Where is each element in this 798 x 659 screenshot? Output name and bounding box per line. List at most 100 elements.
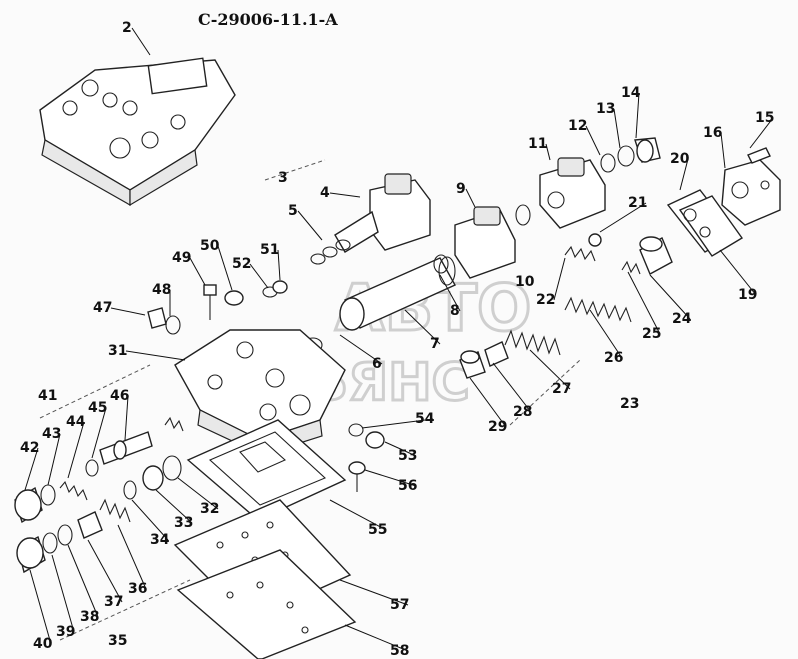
- leader-53: [384, 441, 417, 457]
- callout-56: 56: [398, 478, 417, 494]
- callout-4: 4: [320, 185, 330, 201]
- leader-15: [749, 117, 774, 149]
- callout-16: 16: [703, 125, 722, 141]
- callout-21: 21: [628, 195, 647, 211]
- leader-39: [51, 554, 75, 633]
- callout-51: 51: [260, 242, 279, 258]
- callout-31: 31: [108, 343, 127, 359]
- o-ring-39: [42, 532, 58, 554]
- leader-29: [469, 377, 507, 428]
- callout-7: 7: [430, 336, 440, 352]
- callout-33: 33: [174, 515, 193, 531]
- callout-42: 42: [20, 440, 39, 456]
- piston-29: [459, 350, 486, 379]
- valve-body-assembly: [39, 57, 236, 207]
- plug-53: [365, 431, 385, 449]
- sleeve-37: [77, 511, 103, 539]
- leader-42: [24, 447, 39, 491]
- callout-11: 11: [528, 136, 547, 152]
- leader-21: [599, 202, 647, 233]
- leader-25: [627, 271, 661, 335]
- bolt-49: [203, 284, 217, 320]
- callout-28: 28: [513, 404, 532, 420]
- leader-9: [465, 188, 476, 208]
- seal-32: [162, 455, 182, 481]
- callout-40: 40: [33, 636, 53, 652]
- diagram-code: C-29006-11.1-A: [198, 10, 338, 29]
- leader-55: [329, 499, 387, 531]
- leader-28: [492, 362, 532, 413]
- plug-33: [142, 465, 164, 491]
- leader-38: [67, 544, 99, 618]
- leader-19: [719, 249, 757, 296]
- leader-22: [553, 257, 566, 301]
- leader-44: [67, 421, 85, 479]
- plug-14: [634, 137, 661, 163]
- callout-3: 3: [278, 170, 288, 186]
- group-line-3: [264, 159, 326, 181]
- leader-12: [585, 125, 601, 156]
- leader-47: [110, 307, 146, 316]
- leader-54: [361, 418, 434, 429]
- solenoid-4: [334, 173, 431, 253]
- leader-6: [339, 334, 383, 365]
- callout-55: 55: [368, 522, 387, 538]
- solenoid-11: [539, 157, 606, 229]
- callout-8: 8: [450, 303, 460, 319]
- callout-58: 58: [390, 643, 409, 659]
- cover-16: [721, 159, 781, 226]
- bolt-56: [348, 461, 366, 492]
- callout-25: 25: [642, 326, 661, 342]
- group-line-35: [59, 579, 191, 641]
- spring-36: [99, 498, 131, 523]
- leader-13: [613, 108, 621, 149]
- leader-37: [87, 539, 123, 603]
- plate-58: [176, 549, 357, 659]
- leader-33: [155, 489, 193, 524]
- leader-46: [124, 395, 129, 441]
- callout-labels: 2345678910111213141516192021222324252627…: [20, 20, 774, 659]
- callout-36: 36: [128, 581, 147, 597]
- gasket-55: [186, 419, 347, 521]
- o-ring-43: [40, 484, 56, 506]
- washer-38: [57, 524, 73, 546]
- leader-40: [29, 569, 52, 645]
- callout-19: 19: [738, 287, 757, 303]
- o-ring-10: [515, 204, 531, 226]
- callout-38: 38: [80, 609, 99, 625]
- tube-7: [339, 256, 456, 331]
- valve-spool-46: [99, 431, 153, 465]
- callout-27: 27: [552, 381, 571, 397]
- group-line-41: [39, 364, 151, 419]
- leader-lines: [24, 27, 774, 652]
- ball-21: [588, 233, 602, 247]
- callout-39: 39: [56, 624, 75, 640]
- callout-47: 47: [93, 300, 112, 316]
- callout-23: 23: [620, 396, 639, 412]
- callout-26: 26: [604, 350, 623, 366]
- leader-8: [439, 274, 461, 312]
- leader-57: [339, 579, 409, 606]
- callout-49: 49: [172, 250, 191, 266]
- leader-49: [189, 257, 206, 286]
- callout-35: 35: [108, 633, 127, 649]
- leader-2: [131, 27, 151, 56]
- callout-29: 29: [488, 419, 507, 435]
- spring-26: [564, 296, 632, 323]
- callout-13: 13: [596, 101, 615, 117]
- plug-47: [147, 307, 167, 329]
- o-ring-12: [600, 153, 616, 173]
- screw-15: [747, 147, 771, 164]
- spring-25: [621, 260, 641, 275]
- group-line-28: [509, 359, 581, 426]
- leader-5: [297, 210, 323, 241]
- callout-46: 46: [110, 388, 129, 404]
- leader-52: [249, 263, 269, 289]
- leader-34: [131, 499, 169, 541]
- callout-14: 14: [621, 85, 641, 101]
- spring-upper: [164, 416, 184, 432]
- leader-26: [589, 309, 623, 359]
- leader-36: [117, 524, 147, 590]
- spring-27: [504, 329, 561, 356]
